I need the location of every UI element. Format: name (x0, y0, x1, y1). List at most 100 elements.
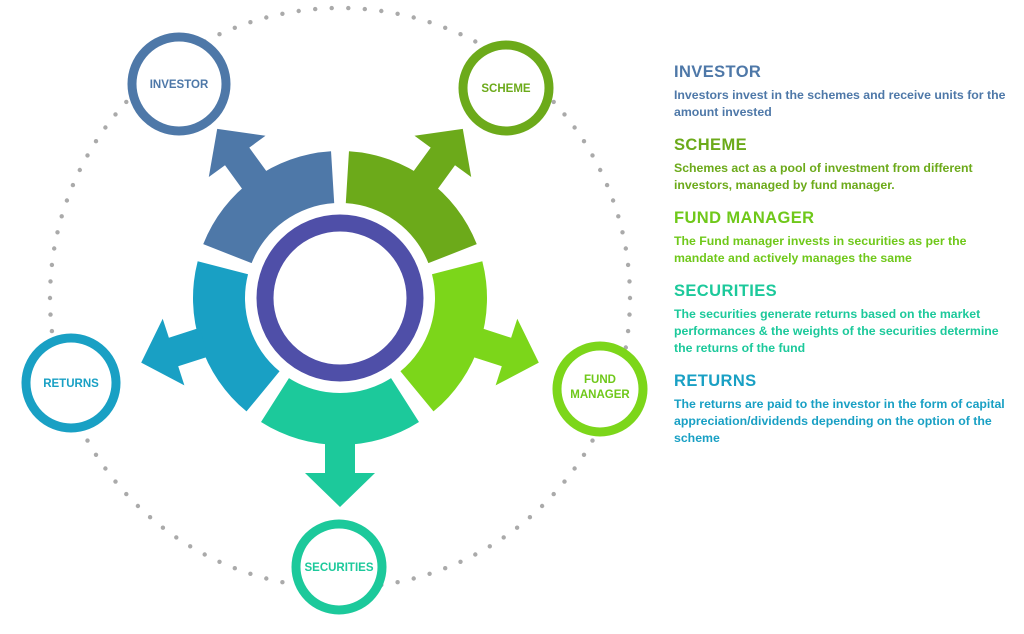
orbit-dot (539, 503, 545, 509)
orbit-dot (103, 125, 108, 130)
orbit-dot (313, 6, 318, 12)
legend-text-scheme: Schemes act as a pool of investment from… (674, 161, 973, 192)
orbit-dot (232, 566, 237, 571)
orbit-dot (627, 295, 633, 301)
orbit-dot (427, 571, 432, 576)
ring-segment-investor (203, 151, 335, 264)
arrow-returns (141, 318, 209, 386)
orbit-dot (411, 15, 416, 20)
scheme-node: SCHEME (458, 40, 554, 136)
orbit-dot (620, 230, 625, 235)
orbit-dot (346, 5, 351, 11)
orbit-dot (217, 559, 222, 564)
orbit-dot (280, 580, 285, 585)
arrow-securities (305, 441, 375, 507)
orbit-dot (487, 544, 492, 549)
orbit-dot (49, 328, 55, 334)
cycle-ring (141, 128, 539, 507)
orbit-dot (625, 262, 631, 268)
investment-cycle-diagram: INVESTOR SCHEME FUND MANAGER SECURITIES … (21, 5, 648, 615)
legend-title-scheme: SCHEME (674, 136, 747, 154)
orbit-dot (395, 580, 400, 585)
legend-text-returns: The returns are paid to the investor in … (674, 397, 1005, 445)
returns-node: RETURNS (21, 333, 121, 433)
legend-text-fund-manager: The Fund manager invests in securities a… (674, 234, 967, 265)
orbit-dot (329, 5, 334, 11)
scheme-node-label: SCHEME (481, 83, 531, 95)
orbit-dot (551, 99, 556, 105)
investor-node-label: INVESTOR (150, 79, 209, 91)
orbit-dot (47, 295, 53, 301)
orbit-dot (264, 576, 269, 581)
orbit-dot (610, 198, 616, 203)
legend-item-returns: RETURNS The returns are paid to the inve… (674, 371, 1014, 447)
orbit-dot (85, 438, 90, 443)
securities-node: SECURITIES (291, 519, 387, 615)
orbit-dot (581, 452, 587, 457)
orbit-dot (572, 466, 577, 471)
orbit-dot (501, 535, 506, 540)
legend-text-investor: Investors invest in the schemes and rece… (674, 88, 1006, 119)
orbit-dot (627, 312, 632, 317)
fund-manager-node-label-line2: MANAGER (570, 389, 630, 401)
arrow-scheme (411, 128, 472, 192)
orbit-dot (551, 491, 556, 497)
orbit-dot (572, 125, 577, 130)
orbit-dot (395, 11, 400, 16)
legend-text-securities: The securities generate returns based on… (674, 307, 999, 355)
orbit-dot (124, 99, 129, 105)
orbit-dot (623, 246, 628, 251)
orbit-dot (85, 153, 90, 158)
legend-title-securities: SECURITIES (674, 282, 778, 300)
orbit-dot (280, 11, 285, 16)
orbit-dot (473, 552, 478, 557)
orbit-dot (443, 25, 448, 30)
legend-title-returns: RETURNS (674, 372, 757, 390)
orbit-dot (147, 515, 153, 520)
fund-manager-node: FUND MANAGER (552, 341, 648, 437)
arrow-investor (208, 128, 269, 192)
orbit-dot (248, 571, 253, 576)
orbit-dot (113, 112, 118, 117)
orbit-dot (174, 535, 179, 540)
legend-item-investor: INVESTOR Investors invest in the schemes… (674, 62, 1014, 121)
orbit-dot (379, 8, 384, 14)
orbit-dot (52, 246, 57, 251)
legend-item-securities: SECURITIES The securities generate retur… (674, 281, 1014, 357)
orbit-dot (296, 8, 301, 14)
orbit-dot (202, 552, 207, 557)
orbit-dot (625, 328, 631, 334)
orbit-dot (49, 262, 55, 268)
fund-manager-node-label-line1: FUND (584, 374, 616, 386)
orbit-dot (427, 20, 432, 25)
ring-segment-returns (193, 261, 280, 412)
orbit-dot (411, 576, 416, 581)
orbit-dot (616, 214, 621, 219)
orbit-dot (362, 6, 367, 12)
orbit-dot (458, 559, 463, 564)
orbit-dot (458, 32, 463, 37)
orbit-dot (443, 566, 448, 571)
ring-segment-fund-manager (400, 261, 487, 412)
orbit-dot (264, 15, 269, 20)
orbit-dot (562, 112, 567, 117)
legend-title-investor: INVESTOR (674, 63, 762, 81)
orbit-dot (232, 25, 237, 30)
orbit-dot (48, 279, 53, 284)
orbit-dot (135, 503, 141, 509)
returns-node-label: RETURNS (43, 378, 99, 390)
orbit-dot (55, 230, 60, 235)
orbit-dot (604, 182, 610, 188)
orbit-dot (581, 139, 587, 144)
orbit-dot (160, 525, 166, 530)
orbit-dot (473, 39, 478, 44)
securities-node-label: SECURITIES (304, 562, 373, 574)
orbit-dot (514, 525, 520, 530)
orbit-dot (64, 198, 70, 203)
orbit-dot (48, 312, 53, 317)
center-ring (256, 214, 424, 382)
orbit-dot (70, 182, 76, 188)
legend-item-scheme: SCHEME Schemes act as a pool of investme… (674, 135, 1014, 194)
orbit-dot (217, 32, 222, 37)
orbit-dot (77, 167, 83, 173)
